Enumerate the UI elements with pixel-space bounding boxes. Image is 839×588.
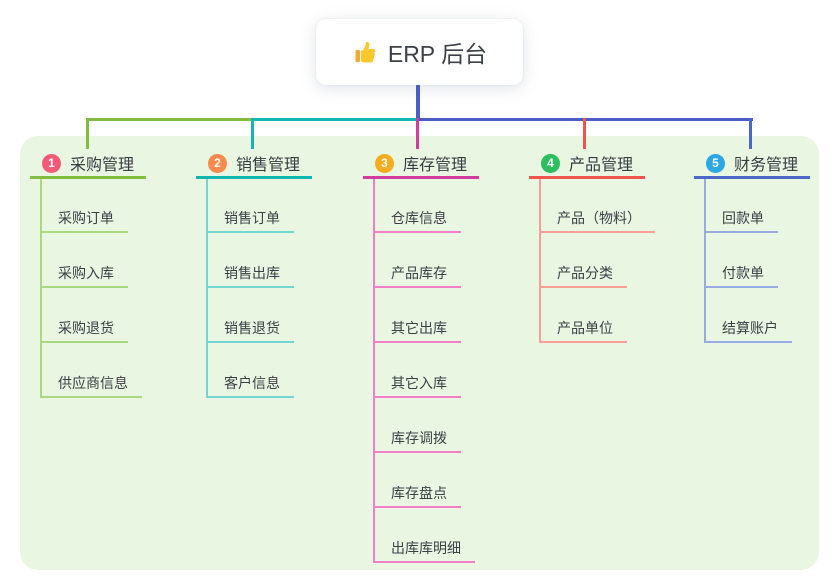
child-node[interactable]: 产品库存: [373, 264, 461, 288]
branch-label: 产品管理: [569, 157, 634, 174]
root-label: ERP 后台: [387, 41, 488, 67]
child-node[interactable]: 库存盘点: [373, 484, 461, 508]
connector-drop-branch-4: [583, 118, 586, 149]
branch-underline: [694, 176, 810, 179]
branch-underline: [529, 176, 645, 179]
child-node[interactable]: 其它入库: [373, 374, 461, 398]
branch-child-connector: [704, 179, 706, 343]
branches-panel: [20, 136, 819, 570]
child-node[interactable]: 销售出库: [206, 264, 294, 288]
branch-number-badge: 2: [208, 153, 227, 173]
branch-underline: [30, 176, 146, 179]
branch-number-badge: 4: [541, 153, 560, 173]
child-node[interactable]: 产品（物料）: [539, 209, 655, 233]
child-node[interactable]: 产品单位: [539, 319, 627, 343]
branch-child-connector: [40, 179, 42, 398]
child-node[interactable]: 结算账户: [704, 319, 792, 343]
child-node[interactable]: 采购退货: [40, 319, 128, 343]
branch-title[interactable]: 3 库存管理: [363, 150, 467, 176]
branch-underline: [363, 176, 479, 179]
child-node[interactable]: 采购入库: [40, 264, 128, 288]
branch-child-connector: [539, 179, 541, 343]
connector-drop-branch-1: [86, 118, 89, 149]
branch-underline: [196, 176, 312, 179]
child-node[interactable]: 客户信息: [206, 374, 294, 398]
child-node[interactable]: 销售订单: [206, 209, 294, 233]
child-node[interactable]: 采购订单: [40, 209, 128, 233]
root-node[interactable]: ERP 后台: [316, 19, 523, 85]
child-node[interactable]: 仓库信息: [373, 209, 461, 233]
branch-label: 库存管理: [403, 157, 468, 174]
branch-title[interactable]: 1 采购管理: [30, 150, 134, 176]
child-node[interactable]: 出库库明细: [373, 539, 475, 563]
branch-label: 财务管理: [734, 157, 799, 174]
connector-drop-branch-2: [251, 118, 254, 149]
child-node[interactable]: 库存调拨: [373, 429, 461, 453]
branch-label: 采购管理: [70, 157, 135, 174]
child-node[interactable]: 产品分类: [539, 264, 627, 288]
branch-label: 销售管理: [236, 157, 301, 174]
connector-drop-branch-5: [749, 118, 752, 149]
thumbs-up-icon: [352, 39, 378, 65]
branch-number-badge: 1: [42, 153, 61, 173]
connector-horizontal: [86, 118, 253, 121]
branch-child-connector: [373, 179, 375, 563]
child-node[interactable]: 供应商信息: [40, 374, 142, 398]
branch-title[interactable]: 5 财务管理: [694, 150, 798, 176]
branch-number-badge: 5: [706, 153, 725, 173]
child-node[interactable]: 回款单: [704, 209, 778, 233]
branch-child-connector: [206, 179, 208, 398]
branch-title[interactable]: 4 产品管理: [529, 150, 633, 176]
connector-drop-branch-3: [416, 118, 419, 149]
branch-title[interactable]: 2 销售管理: [196, 150, 300, 176]
connector-root-stem: [416, 85, 420, 121]
branch-number-badge: 3: [375, 153, 394, 173]
child-node[interactable]: 销售退货: [206, 319, 294, 343]
child-node[interactable]: 其它出库: [373, 319, 461, 343]
connector-horizontal: [251, 118, 418, 121]
child-node[interactable]: 付款单: [704, 264, 778, 288]
